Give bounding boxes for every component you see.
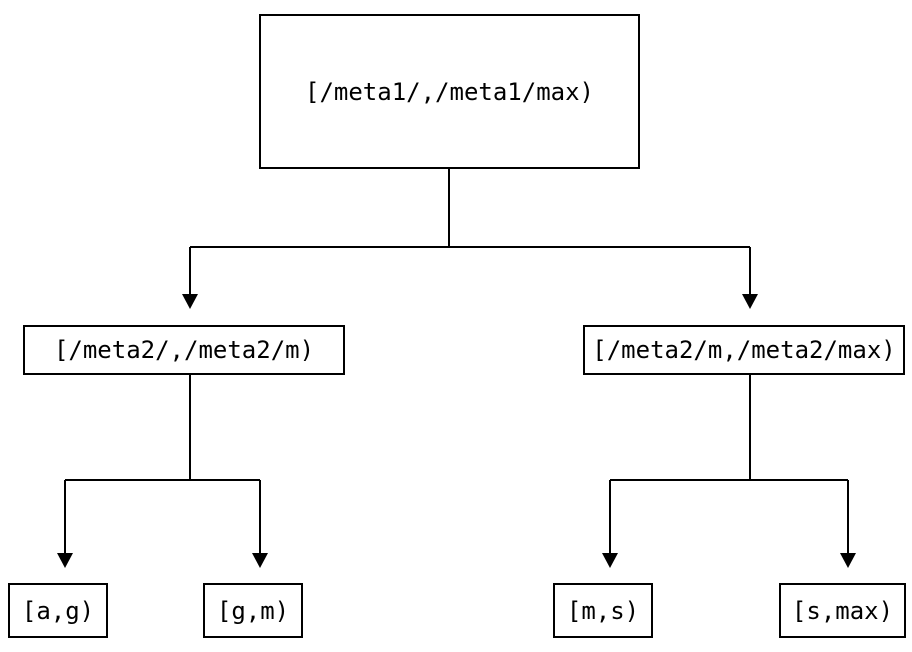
node-leaf-ms: [m,s) <box>553 583 653 638</box>
node-leaf-ag-label: [a,g) <box>21 596 95 625</box>
node-root-label: [/meta1/,/meta1/max) <box>305 77 594 106</box>
arrow-down-icon-leaf-ms <box>602 553 618 568</box>
edge-right-child-to-leaves <box>609 375 849 554</box>
arrow-down-icon-leaf-smax <box>840 553 856 568</box>
arrow-down-icon-leaf-ag <box>57 553 73 568</box>
edge-left-child-to-leaves <box>64 375 261 554</box>
node-meta2-low: [/meta2/,/meta2/m) <box>23 325 345 375</box>
node-leaf-smax: [s,max) <box>779 583 906 638</box>
node-meta2-low-label: [/meta2/,/meta2/m) <box>53 336 315 364</box>
node-leaf-ms-label: [m,s) <box>566 596 640 625</box>
arrow-down-icon-left-child <box>182 294 198 309</box>
node-leaf-gm: [g,m) <box>203 583 303 638</box>
node-leaf-gm-label: [g,m) <box>216 596 290 625</box>
arrow-down-icon-right-child <box>742 294 758 309</box>
node-leaf-smax-label: [s,max) <box>791 596 894 625</box>
edge-root-to-children <box>189 169 751 295</box>
arrow-down-icon-leaf-gm <box>252 553 268 568</box>
node-meta2-high: [/meta2/m,/meta2/max) <box>583 325 905 375</box>
node-root: [/meta1/,/meta1/max) <box>259 14 640 169</box>
node-meta2-high-label: [/meta2/m,/meta2/max) <box>592 336 896 364</box>
node-leaf-ag: [a,g) <box>8 583 108 638</box>
